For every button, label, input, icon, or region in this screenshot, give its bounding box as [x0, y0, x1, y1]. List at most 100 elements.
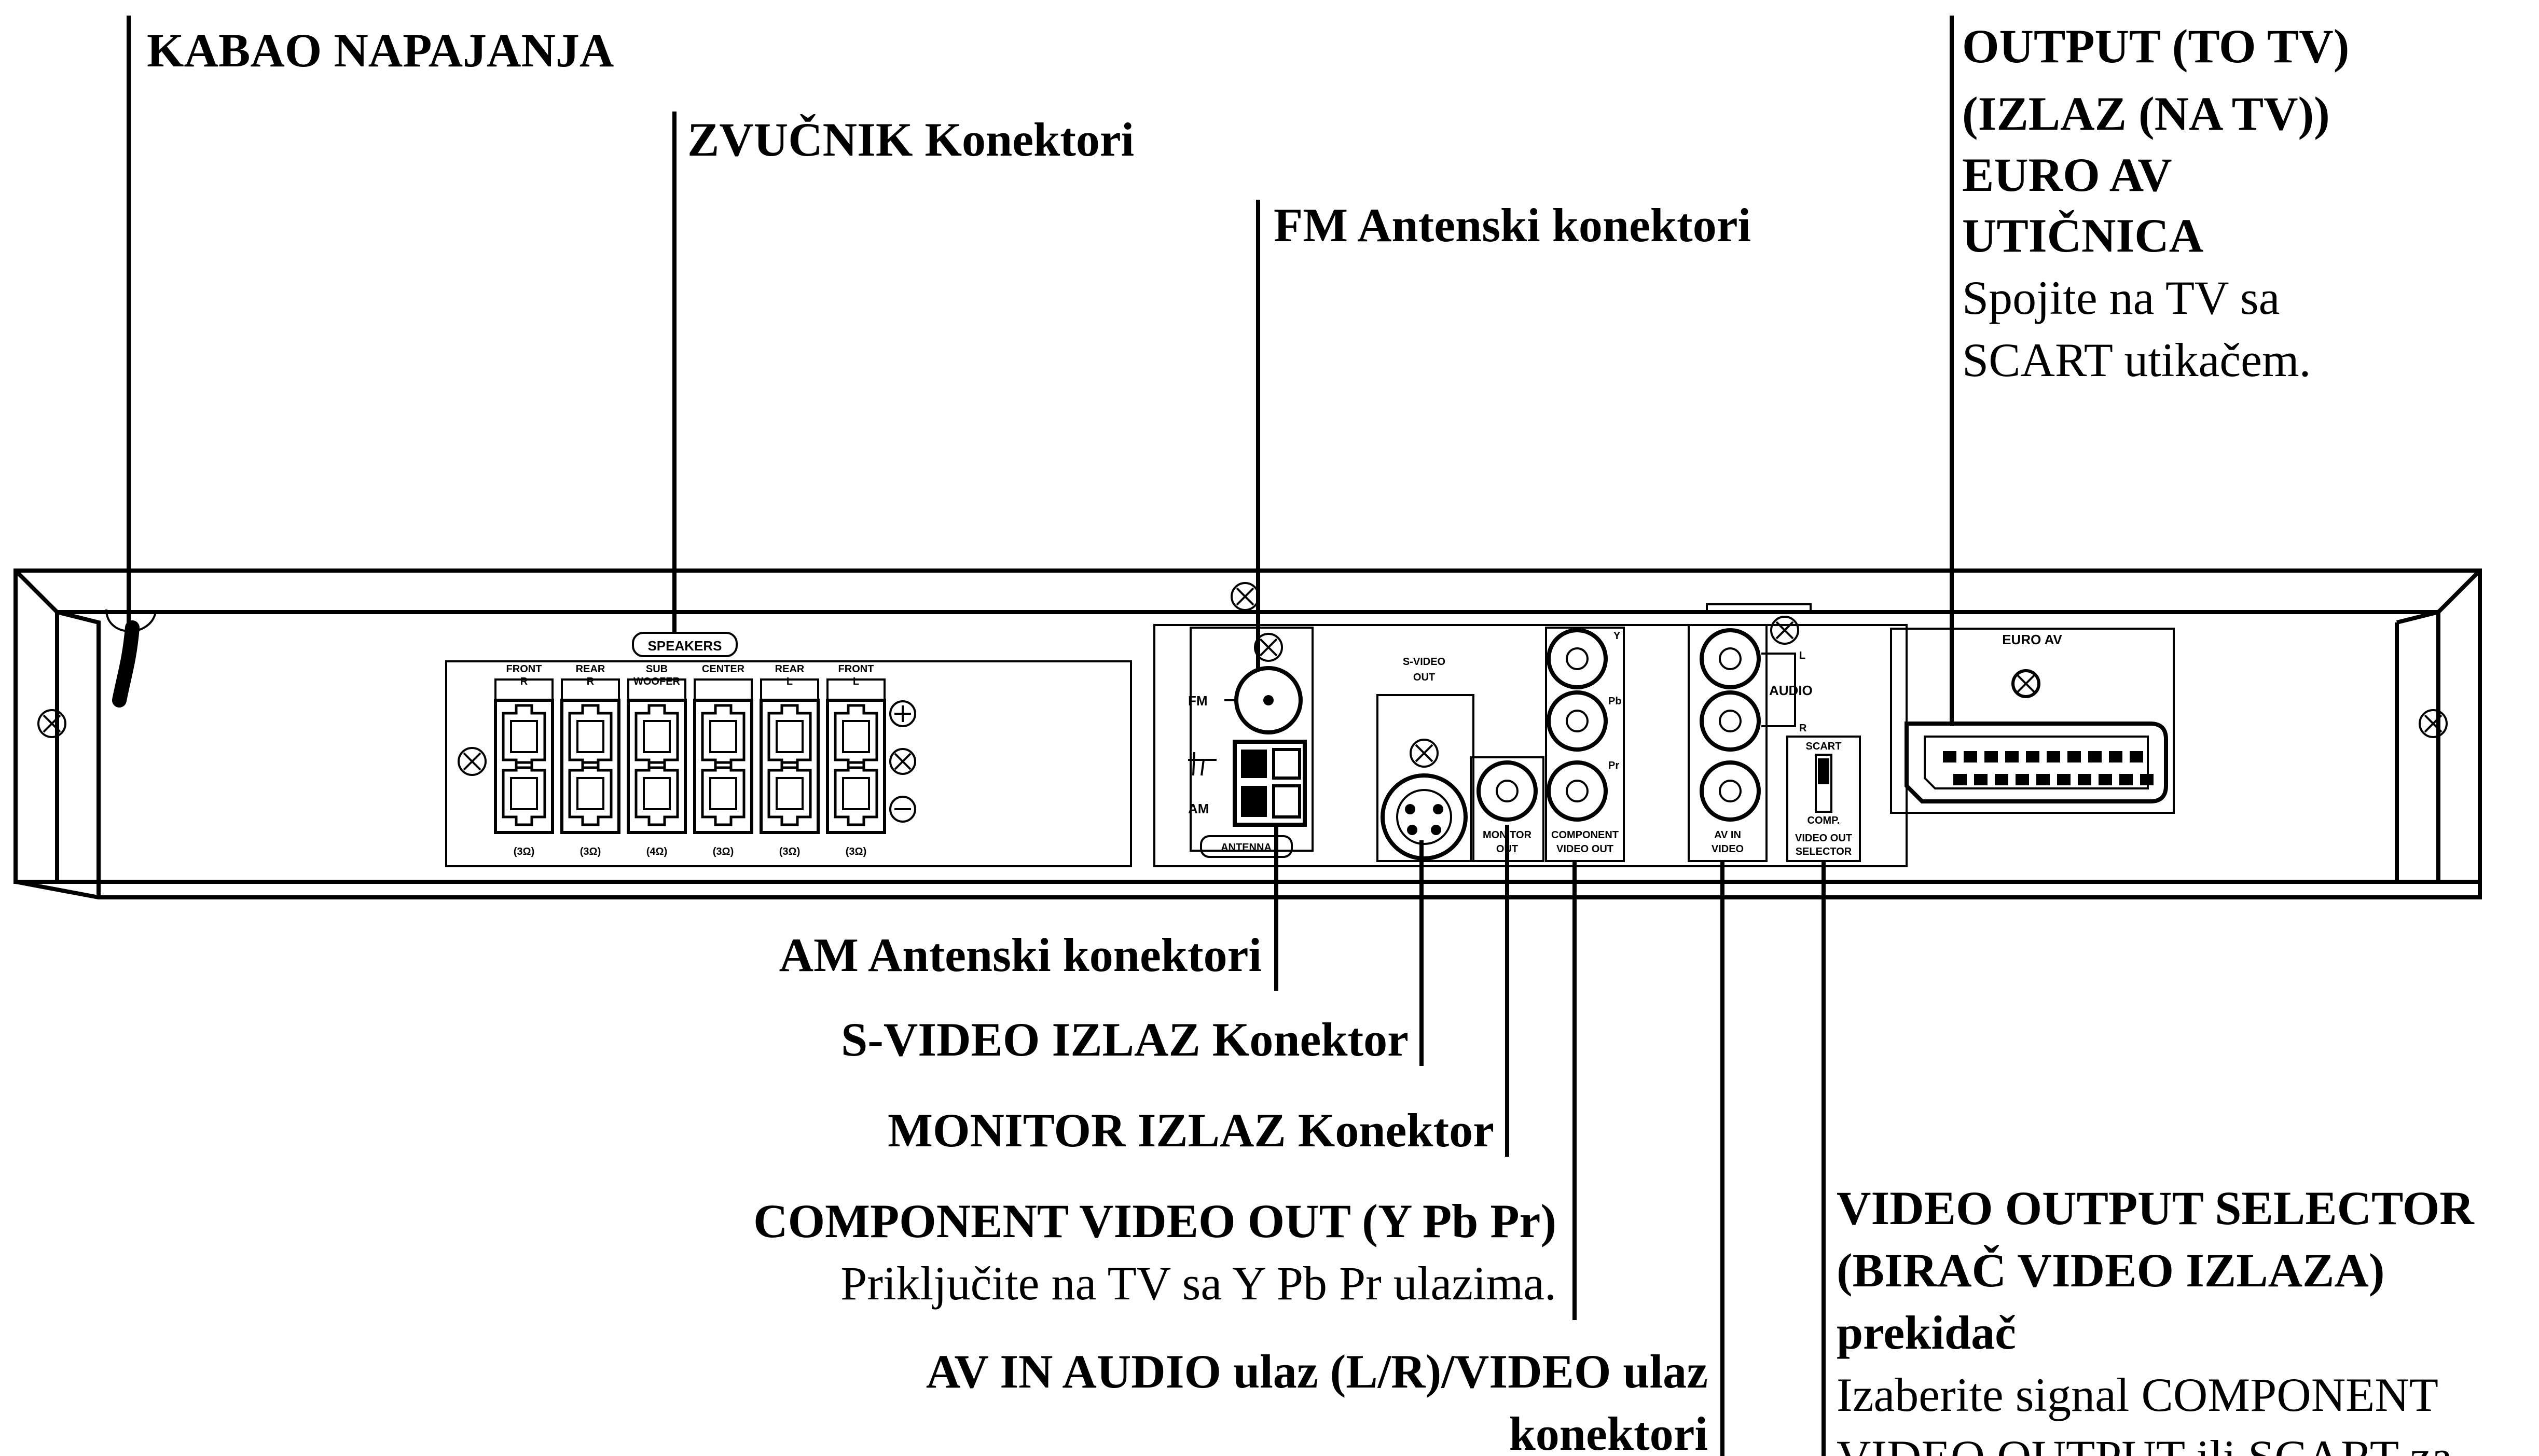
minus-icon	[889, 796, 916, 823]
callout-labels: KABAO NAPAJANJA ZVUČNIK Konektori FM Ant…	[147, 20, 2475, 1456]
screw-icon	[889, 748, 916, 775]
component-jacks: Y Pb Pr COMPONENT VIDEO OUT	[1545, 627, 1625, 862]
component-label-2: VIDEO OUT	[1556, 843, 1613, 855]
svg-text:(4Ω): (4Ω)	[646, 846, 667, 857]
power-cord-label: KABAO NAPAJANJA	[147, 24, 614, 77]
antenna-label: ANTENNA	[1221, 842, 1272, 853]
y-label: Y	[1613, 630, 1621, 642]
left-label: L	[1799, 650, 1805, 661]
euro-desc-2: SCART utikačem.	[1962, 334, 2311, 386]
svg-text:(3Ω): (3Ω)	[779, 846, 800, 857]
selector-label: VIDEO OUT	[1795, 833, 1852, 844]
svg-text:(3Ω): (3Ω)	[514, 846, 534, 857]
svg-text:REAR: REAR	[576, 663, 605, 675]
scart-pin	[1995, 774, 2008, 785]
svg-text:R: R	[587, 676, 595, 687]
fm-label: FM	[1188, 693, 1208, 709]
scart-pin	[1943, 751, 1956, 762]
scart-pin	[1953, 774, 1967, 785]
svg-text:(3Ω): (3Ω)	[713, 846, 734, 857]
scart-pin	[2047, 751, 2060, 762]
svideo-label: S-VIDEO	[1403, 656, 1445, 668]
av-in-label-2: VIDEO	[1712, 843, 1744, 855]
scart-pin	[2078, 774, 2091, 785]
comp-label: COMP.	[1807, 815, 1840, 826]
svideo-out-label: S-VIDEO IZLAZ Konektor	[841, 1013, 1409, 1066]
selector-title-1: VIDEO OUTPUT SELECTOR	[1837, 1182, 2475, 1235]
av-in-jacks: L AUDIO R AV IN VIDEO	[1688, 624, 1813, 862]
fm-antenna-label: FM Antenski konektori	[1274, 199, 1751, 252]
scart-pin	[2088, 751, 2102, 762]
scart-pin	[2057, 774, 2071, 785]
scart-pin	[2109, 751, 2122, 762]
selector-title-2: (BIRAČ VIDEO IZLAZA)	[1837, 1244, 2384, 1297]
speakers-title: SPEAKERS	[647, 638, 722, 654]
ground-icon	[1188, 752, 1217, 776]
scart-pin	[2026, 751, 2039, 762]
av-in-label: AV IN	[1714, 829, 1741, 841]
scart-pin	[1974, 774, 1988, 785]
selector-label-2: SELECTOR	[1796, 846, 1852, 857]
video-output-selector: SCART COMP. VIDEO OUT SELECTOR	[1786, 736, 1861, 862]
svg-text:REAR: REAR	[775, 663, 805, 675]
svg-text:FRONT: FRONT	[506, 663, 542, 675]
svg-text:R: R	[520, 676, 528, 687]
selector-desc-2: VIDEO OUTPUT ili SCART za	[1837, 1431, 2452, 1456]
svg-text:L: L	[786, 676, 793, 687]
component-label: COMPONENT	[1551, 829, 1619, 841]
selector-title-3: prekidač	[1837, 1306, 2016, 1359]
pr-label: Pr	[1608, 760, 1619, 771]
component-desc: Priključite na TV sa Y Pb Pr ulazima.	[840, 1257, 1556, 1310]
scart-label: SCART	[1806, 741, 1842, 752]
speaker-connectors-label: ZVUČNIK Konektori	[687, 113, 1134, 166]
scart-pin	[2005, 751, 2019, 762]
speaker-terminals: SPEAKERS FRONTR(3Ω)REARR(3Ω)SUBWOOFER(4Ω…	[445, 632, 1132, 867]
svg-text:(3Ω): (3Ω)	[846, 846, 866, 857]
scart-pin	[2130, 751, 2143, 762]
component-title: COMPONENT VIDEO OUT (Y Pb Pr)	[753, 1195, 1556, 1247]
scart-pin	[2067, 751, 2081, 762]
svideo-label-2: OUT	[1413, 672, 1435, 683]
audio-label: AUDIO	[1769, 683, 1813, 698]
svg-text:CENTER: CENTER	[702, 663, 745, 675]
euro-title-3: EURO AV	[1962, 148, 2172, 201]
euro-title-1: OUTPUT (TO TV)	[1962, 20, 2349, 73]
scart-pin	[1984, 751, 1998, 762]
svg-text:WOOFER: WOOFER	[633, 676, 681, 687]
fm-jack: FM	[1188, 666, 1303, 734]
speaker-terminal-4: CENTER (3Ω)	[693, 663, 753, 857]
am-terminal: AM	[1188, 740, 1307, 827]
monitor-out-label: MONITOR IZLAZ Konektor	[888, 1104, 1494, 1157]
pb-label: Pb	[1608, 696, 1622, 707]
am-antenna-label: AM Antenski konektori	[779, 928, 1262, 981]
plus-icon	[889, 700, 916, 727]
video-section: FM AM ANTENNA S-VIDEO OUT	[1153, 624, 1908, 867]
euro-av-label: EURO AV	[2002, 632, 2062, 647]
selector-desc-1: Izaberite signal COMPONENT	[1837, 1368, 2438, 1421]
euro-desc-1: Spojite na TV sa	[1962, 271, 2280, 324]
svg-text:L: L	[853, 676, 859, 687]
am-label: AM	[1188, 801, 1209, 816]
leader-lines	[127, 16, 1954, 1456]
euro-title-2: (IZLAZ (NA TV))	[1962, 87, 2330, 140]
scart-pin	[2119, 774, 2133, 785]
scart-pin	[2140, 774, 2154, 785]
svg-text:FRONT: FRONT	[838, 663, 874, 675]
right-label: R	[1799, 723, 1807, 734]
scart-pin	[1964, 751, 1977, 762]
svg-text:(3Ω): (3Ω)	[580, 846, 601, 857]
svg-text:SUB: SUB	[646, 663, 668, 675]
scart-pin	[2099, 774, 2112, 785]
euro-title-4: UTIČNICA	[1962, 209, 2203, 262]
euro-av-scart: EURO AV	[1890, 628, 2175, 814]
scart-pin	[2016, 774, 2029, 785]
scart-pin	[2036, 774, 2050, 785]
avin-label-1: AV IN AUDIO ulaz (L/R)/VIDEO ulaz	[926, 1345, 1708, 1398]
